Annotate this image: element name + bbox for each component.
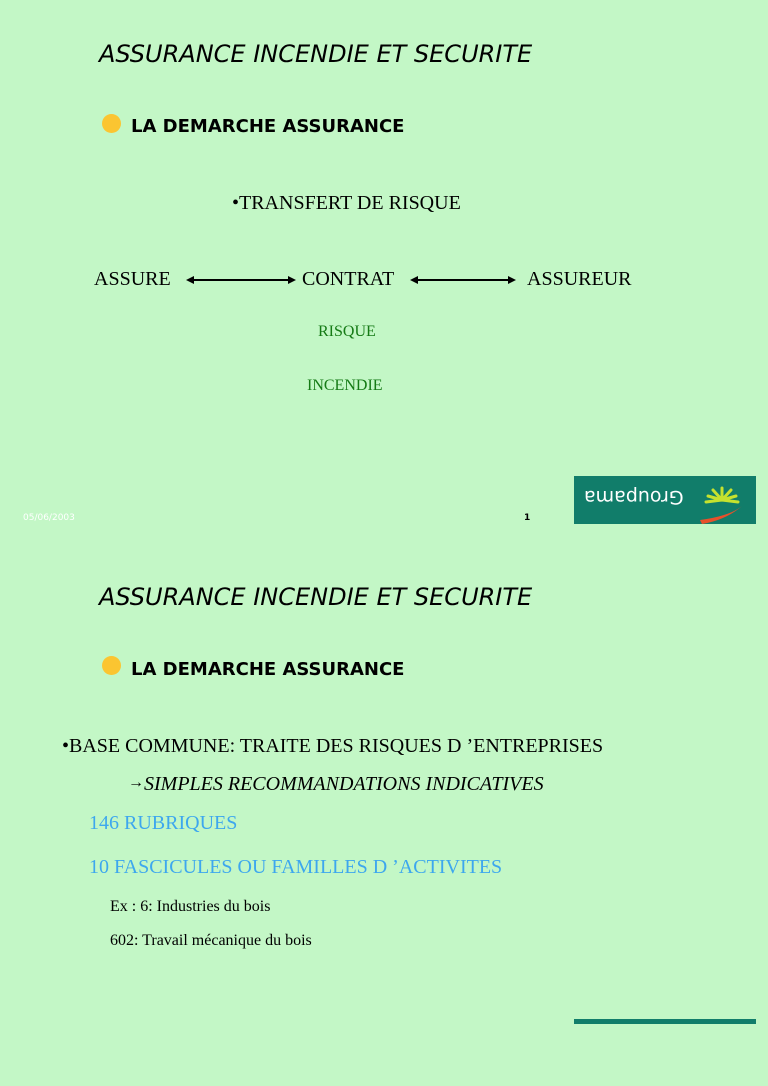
- recommandations-text: SIMPLES RECOMMANDATIONS INDICATIVES: [144, 773, 544, 795]
- recommandations-line: →SIMPLES RECOMMANDATIONS INDICATIVES: [128, 773, 544, 796]
- rubriques-line: 146 RUBRIQUES: [89, 812, 238, 834]
- slide-title: ASSURANCE INCENDIE ET SECURITE: [99, 40, 533, 68]
- label-assureur: ASSUREUR: [527, 268, 632, 290]
- page-number: 1: [524, 513, 531, 523]
- base-commune-line: •BASE COMMUNE: TRAITE DES RISQUES D ’ENT…: [62, 735, 604, 757]
- double-arrow-icon: [186, 276, 296, 284]
- label-incendie: INCENDIE: [307, 377, 383, 394]
- slide-1: ASSURANCE INCENDIE ET SECURITE LA DEMARC…: [23, 40, 756, 524]
- arrow-right-icon: →: [128, 774, 144, 791]
- groupama-logo-partial: [574, 1019, 756, 1024]
- bullet-dot-icon: [102, 656, 121, 675]
- label-risque: RISQUE: [318, 323, 376, 340]
- section-heading: LA DEMARCHE ASSURANCE: [131, 659, 405, 680]
- example-line: Ex : 6: Industries du bois: [110, 898, 271, 915]
- example-detail-line: 602: Travail mécanique du bois: [110, 932, 312, 949]
- slide-2: ASSURANCE INCENDIE ET SECURITE LA DEMARC…: [0, 543, 768, 1086]
- slide-date: 05/06/2003: [23, 513, 75, 523]
- section-heading: LA DEMARCHE ASSURANCE: [131, 116, 405, 137]
- logo-wordmark: Groupama: [584, 486, 684, 508]
- label-assure: ASSURE: [94, 268, 171, 290]
- groupama-logo: Groupama: [574, 476, 756, 524]
- slide-title: ASSURANCE INCENDIE ET SECURITE: [99, 583, 533, 611]
- bullet-dot-icon: [102, 114, 121, 133]
- logo-rays-icon: [700, 486, 742, 524]
- transfer-bullet: •TRANSFERT DE RISQUE: [232, 192, 461, 214]
- fascicules-line: 10 FASCICULES OU FAMILLES D ’ACTIVITES: [89, 856, 503, 878]
- double-arrow-icon: [410, 276, 516, 284]
- label-contrat: CONTRAT: [302, 268, 395, 290]
